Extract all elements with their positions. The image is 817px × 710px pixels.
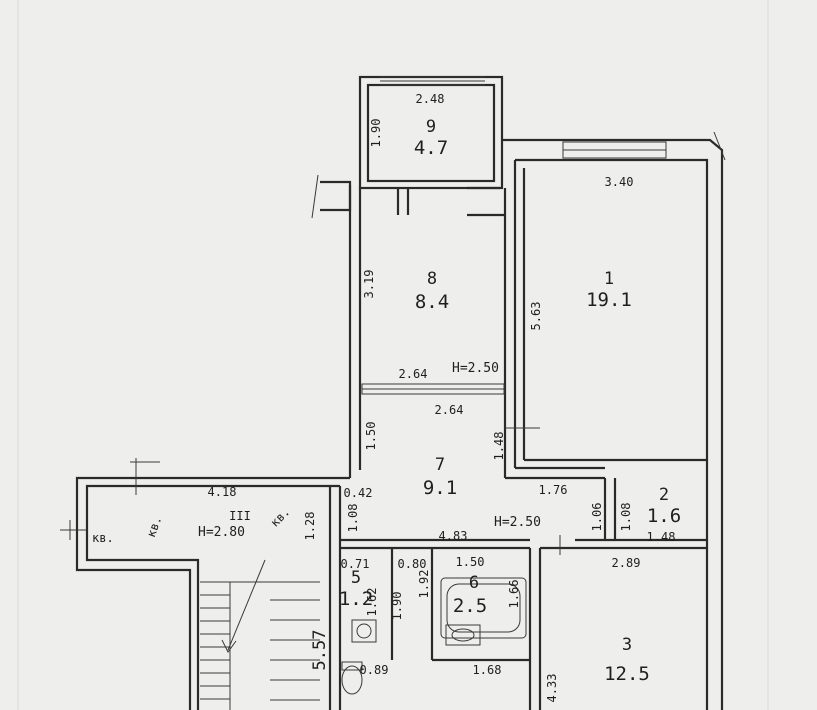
room-3-area: 12.5: [604, 663, 650, 685]
dim-1-66: 1.66: [507, 580, 521, 609]
room-5-number: 5: [351, 568, 361, 588]
dim-r1-bottom: 1.76: [539, 483, 568, 497]
dim-r8-depth: 3.19: [362, 270, 376, 299]
sink-icon: [351, 619, 377, 643]
room-3-number: 3: [622, 635, 632, 655]
washbasin-icon: [445, 624, 481, 646]
room-1-area: 19.1: [586, 289, 632, 311]
room-2-area: 1.6: [647, 505, 681, 527]
room-2-number: 2: [659, 485, 669, 505]
hall-walls: [340, 535, 707, 710]
dim-r1-corner: 1.48: [492, 432, 506, 461]
toilet-icon: [341, 661, 363, 695]
dim-r2-1-06: 1.06: [590, 503, 604, 532]
dim-stair-width: 4.18: [208, 485, 237, 499]
height-label-upper: H=2.50: [452, 361, 499, 376]
neighbor-label-1: кв.: [92, 531, 114, 545]
dim-0-71: 0.71: [341, 557, 370, 571]
dim-1-92: 1.92: [417, 570, 431, 599]
staircase: [200, 559, 320, 710]
dim-0-80: 0.80: [398, 557, 427, 571]
dim-0-89: 0.89: [360, 663, 389, 677]
dim-r2-1-08: 1.08: [619, 503, 633, 532]
height-label-lower: H=2.50: [494, 515, 541, 530]
dim-5-57: 5.57: [310, 630, 330, 671]
room-6-number: 6: [469, 573, 479, 593]
room-1-walls: [502, 131, 726, 710]
neighbor-label-2: кв.: [144, 514, 165, 539]
dim-r1-depth: 5.63: [529, 302, 543, 331]
dim-r7-depth: 1.50: [364, 422, 378, 451]
dim-r9-width: 2.48: [416, 92, 445, 106]
dim-r1-width: 3.40: [605, 175, 634, 189]
dim-1-90: 1.90: [390, 592, 404, 621]
room-7-area: 9.1: [423, 477, 457, 499]
room-8-area: 8.4: [415, 291, 449, 313]
bathtub-icon: [440, 577, 527, 639]
dim-4-33: 4.33: [545, 674, 559, 703]
room-1-number: 1: [604, 269, 614, 289]
room-8-walls: [311, 174, 507, 478]
dim-1-62: 1.62: [365, 588, 379, 617]
room-6-area: 2.5: [453, 595, 487, 617]
room-7-walls: [505, 427, 617, 540]
dim-hall-width: 4.83: [439, 529, 468, 543]
dim-r3-width: 2.89: [612, 556, 641, 570]
dim-r7-width: 2.64: [435, 403, 464, 417]
dim-1-50: 1.50: [456, 555, 485, 569]
stair-hall-walls: [60, 458, 350, 710]
room-9-balcony-walls: [358, 75, 504, 190]
dim-1-68: 1.68: [473, 663, 502, 677]
room-7-number: 7: [435, 455, 445, 475]
height-label-stair: H=2.80: [198, 525, 245, 540]
room-8-number: 8: [427, 269, 437, 289]
room-9-number: 9: [426, 117, 436, 137]
dim-r2-1-48: 1.48: [647, 530, 676, 544]
room-5-area: 1.2: [339, 588, 373, 610]
dim-r8-width: 2.64: [399, 367, 428, 381]
dim-1-08-left: 1.08: [346, 504, 360, 533]
dim-r9-depth: 1.90: [369, 119, 383, 148]
stair-hall-number: III: [229, 509, 251, 523]
dim-0-42: 0.42: [344, 486, 373, 500]
dim-1-28: 1.28: [303, 512, 317, 541]
room-9-area: 4.7: [414, 137, 448, 159]
